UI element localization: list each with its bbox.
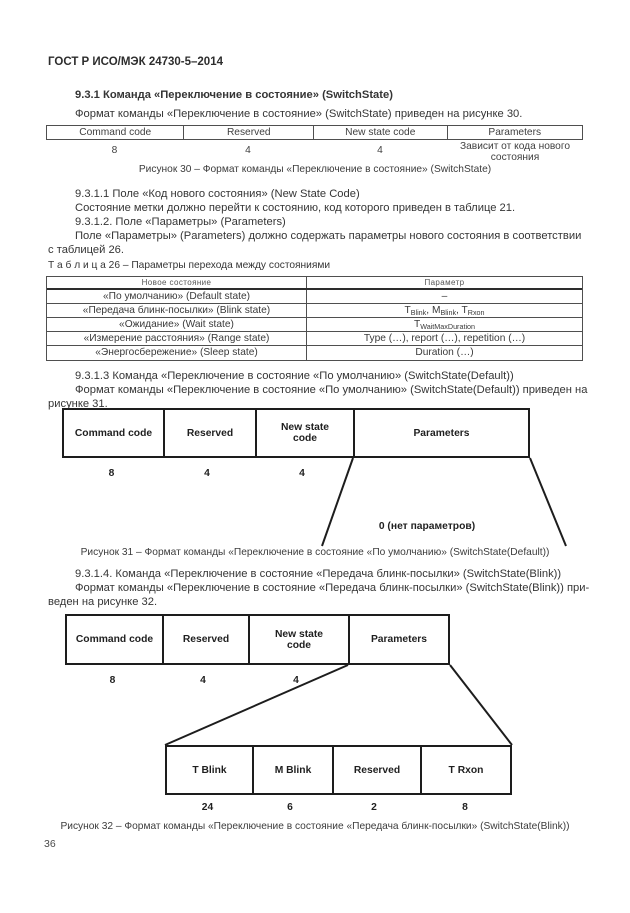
param-subscript: Blink xyxy=(440,308,457,317)
figure32-bits-new-state-code: 4 xyxy=(293,675,299,686)
figure31-field-parameters: Parameters xyxy=(353,410,528,456)
figure30-field-parameters: Parameters xyxy=(446,126,583,139)
figure32-subfield-m-blink: M Blink xyxy=(252,747,332,793)
section-9-3-1-intro: Формат команды «Переключение в состояние… xyxy=(75,108,523,120)
figure32-subfield-t-rxon: T Rxon xyxy=(420,747,510,793)
figure31-field-command-code: Command code xyxy=(74,427,153,439)
table26-row5-param: Duration (…) xyxy=(306,346,582,360)
figure31-field-row: Command code Reserved New state code Par… xyxy=(62,408,530,458)
figure30-bits-reserved: 4 xyxy=(245,145,251,156)
figure31-bits-new-state-code: 4 xyxy=(299,468,305,479)
figure30-bits-parameters-line2: состояния xyxy=(490,152,540,163)
figure31-field-reserved: Reserved xyxy=(163,410,255,456)
figure31-bits-reserved: 4 xyxy=(204,468,210,479)
figure32-field-command-code: Command code xyxy=(75,634,154,645)
document-header: ГОСТ Р ИСО/МЭК 24730-5–2014 xyxy=(48,56,223,68)
table26-row2-state: «Передача блинк-посылки» (Blink state) xyxy=(82,305,271,316)
section-9-3-1-2-body-line2: с таблицей 26. xyxy=(48,244,125,256)
figure30-field-table: Command code Reserved New state code Par… xyxy=(46,125,583,140)
param-separator: , xyxy=(456,305,462,316)
figure31-no-parameters-note: 0 (нет параметров) xyxy=(378,521,476,532)
figure30-bits-parameters: Зависит от кода нового состояния xyxy=(432,141,598,163)
table26-row3-state: «Ожидание» (Wait state) xyxy=(119,319,234,330)
expansion-line-right xyxy=(449,664,513,746)
table26-header-param: Параметр xyxy=(306,277,582,288)
section-9-3-1-3-body-line2: рисунке 31. xyxy=(48,398,108,410)
table-row: «Измерение расстояния» (Range state) Typ… xyxy=(47,332,582,346)
figure31-bits-command-code: 8 xyxy=(108,468,115,479)
param-symbol: T xyxy=(404,305,411,316)
page-number: 36 xyxy=(44,838,56,850)
section-9-3-1-4-body-line1: Формат команды «Переключение в состояние… xyxy=(75,582,590,594)
section-9-3-1-2-body-line1: Поле «Параметры» (Parameters) должно сод… xyxy=(75,230,582,242)
section-9-3-1-3-heading: 9.3.1.3 Команда «Переключение в состояни… xyxy=(75,370,514,382)
param-symbol: T xyxy=(461,305,468,316)
figure32-subbits-reserved: 2 xyxy=(371,802,377,813)
figure30-field-reserved: Reserved xyxy=(183,126,313,139)
table26-row1-param: – xyxy=(306,290,582,303)
param-subscript: Rxon xyxy=(467,308,485,317)
table-row: «Энергосбережение» (Sleep state) Duratio… xyxy=(47,346,582,360)
figure32-field-reserved: Reserved xyxy=(162,616,248,663)
table26-header-row: Новое состояние Параметр xyxy=(47,277,582,290)
figure31-field-new-state-code: New state code xyxy=(255,410,353,456)
figure32-subbits-t-blink: 24 xyxy=(201,802,214,813)
figure32-subbits-m-blink: 6 xyxy=(287,802,293,813)
expansion-line-left xyxy=(321,457,354,547)
param-symbol: M xyxy=(431,305,441,316)
section-9-3-1-2-heading: 9.3.1.2. Поле «Параметры» (Parameters) xyxy=(75,216,286,228)
param-subscript: Blink xyxy=(410,308,427,317)
figure32-field-new-state-code: New state code xyxy=(248,616,348,663)
table-row: «По умолчанию» (Default state) – xyxy=(47,290,582,304)
table26: Новое состояние Параметр «По умолчанию» … xyxy=(46,276,583,361)
figure32-bits-command-code: 8 xyxy=(109,675,116,686)
table26-title: Т а б л и ц а 26 – Параметры перехода ме… xyxy=(48,260,331,271)
figure31-caption: Рисунок 31 – Формат команды «Переключени… xyxy=(80,547,550,558)
figure32-diagram: Command code Reserved New state code Par… xyxy=(65,614,515,820)
figure32-expansion-lines xyxy=(164,664,513,746)
figure31-expansion-lines xyxy=(321,457,567,547)
param-symbol: T xyxy=(413,319,421,330)
figure32-subbits-t-rxon: 8 xyxy=(462,802,468,813)
figure30-bits-command-code: 8 xyxy=(111,145,118,156)
section-9-3-1-4-heading: 9.3.1.4. Команда «Переключение в состоян… xyxy=(75,568,562,580)
table26-row5-state: «Энергосбережение» (Sleep state) xyxy=(95,347,258,358)
figure30-caption: Рисунок 30 – Формат команды «Переключени… xyxy=(138,164,492,175)
figure32-field-parameters: Parameters xyxy=(348,616,448,663)
table26-row2-param: TBlink, MBlink, TRxon xyxy=(306,304,582,317)
section-9-3-1-3-body-line1: Формат команды «Переключение в состояние… xyxy=(75,384,588,396)
param-subscript: WaitMaxDuration xyxy=(420,322,476,331)
section-9-3-1-1-heading: 9.3.1.1 Поле «Код нового состояния» (New… xyxy=(75,188,360,200)
section-9-3-1-1-body: Состояние метки должно перейти к состоян… xyxy=(75,202,516,214)
table26-header-state: Новое состояние xyxy=(141,278,212,287)
table-row: «Ожидание» (Wait state) TWaitMaxDuration xyxy=(47,318,582,332)
figure30-bits-parameters-line1: Зависит от кода нового xyxy=(459,141,570,152)
figure30-field-command-code: Command code xyxy=(79,127,152,138)
table26-row1-state: «По умолчанию» (Default state) xyxy=(102,291,251,302)
section-9-3-1-4-body-line2: веден на рисунке 32. xyxy=(48,596,158,608)
table26-row3-param: TWaitMaxDuration xyxy=(306,318,582,331)
expansion-line-left xyxy=(164,664,349,746)
figure30-bits-new-state-code: 4 xyxy=(377,145,383,156)
figure32-field-row: Command code Reserved New state code Par… xyxy=(65,614,450,665)
figure31-diagram: Command code Reserved New state code Par… xyxy=(62,408,572,548)
table26-row4-state: «Измерение расстояния» (Range state) xyxy=(83,333,270,344)
figure32-subfield-reserved: Reserved xyxy=(332,747,420,793)
figure32-bits-reserved: 4 xyxy=(200,675,206,686)
table-row: «Передача блинк-посылки» (Blink state) T… xyxy=(47,304,582,318)
figure30-field-new-state-code: New state code xyxy=(313,126,447,139)
param-separator: , xyxy=(426,305,432,316)
section-9-3-1-heading: 9.3.1 Команда «Переключение в состояние»… xyxy=(75,89,393,101)
figure32-caption: Рисунок 32 – Формат команды «Переключени… xyxy=(60,821,570,832)
figure32-parameters-subfields-row: T Blink M Blink Reserved T Rxon xyxy=(165,745,512,795)
expansion-line-right xyxy=(529,457,567,547)
figure32-subfield-t-blink: T Blink xyxy=(192,764,227,776)
table26-row4-param: Type (…), report (…), repetition (…) xyxy=(306,332,582,345)
